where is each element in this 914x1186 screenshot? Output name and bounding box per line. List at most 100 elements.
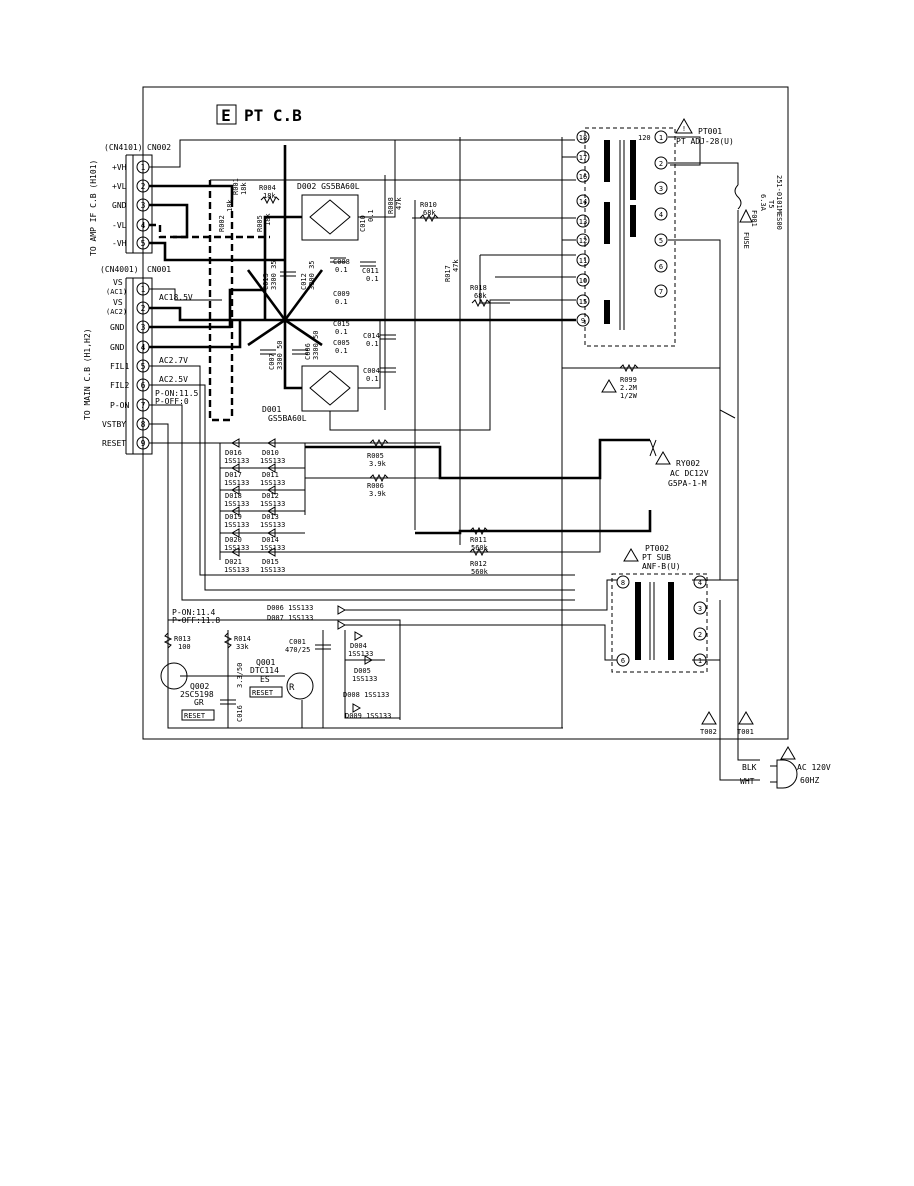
diode-row: D020 1SS133 D014 1SS133: [224, 528, 285, 552]
d001-part: GS5BA60L: [268, 414, 307, 423]
r006-ref: R006: [367, 482, 384, 490]
c011-value: 0.1: [366, 275, 379, 283]
c013-ref: C013: [262, 273, 270, 290]
c006-ref: C006: [304, 343, 312, 360]
pin-label: FIL1: [110, 362, 129, 371]
pin-label: VS: [113, 278, 123, 287]
q001-ref: Q001: [256, 658, 275, 667]
ac-input-plug: BLK WHT AC 120V 60HZ: [740, 746, 831, 789]
board-name: PT C.B: [244, 106, 302, 125]
diode-type: 1SS133: [224, 544, 249, 552]
pon-voltage-2: P-ON:11.4: [172, 608, 216, 617]
pin-number: 13: [579, 218, 587, 226]
warning-triangle-icon: [623, 548, 639, 562]
diode-row: D017 1SS133 D011 1SS133: [224, 463, 285, 487]
pin-label: -VH: [112, 239, 127, 248]
r018-value: 68k: [474, 292, 487, 300]
c016-value: 3.3/50: [236, 663, 244, 688]
poff-voltage-1: P-OFF:0: [155, 397, 189, 406]
r008-value: 47k: [395, 197, 403, 210]
diode-type: 1SS133: [260, 521, 285, 529]
pin-label: GND: [110, 323, 125, 332]
reset-badge: RESET: [252, 689, 274, 697]
diode-ref: D020: [225, 536, 242, 544]
diode-row: D016 1SS133 D010 1SS133: [224, 438, 285, 465]
lower-section: D006 1SS133 D007 1SS133 D004 1SS133 D005…: [160, 604, 391, 722]
r001-ref: R001: [232, 178, 240, 195]
terminal-t002: T002: [700, 728, 717, 736]
pin-number: 6: [621, 657, 625, 665]
d005-type: 1SS133: [352, 675, 377, 683]
r008-ref: R008: [387, 197, 395, 214]
voltage-ac18: AC18.5V: [159, 293, 193, 302]
r001-value: 18k: [240, 182, 248, 195]
terminal-t001: T001: [737, 728, 754, 736]
pin-number: 4: [141, 343, 146, 352]
pin-label: VSTBY: [102, 420, 126, 429]
diode-row: D019 1SS133 D013 1SS133: [224, 506, 285, 529]
pin-label: (AC2): [106, 308, 127, 316]
pin-label: +VH: [112, 163, 127, 172]
warning-triangle-icon: [655, 451, 671, 465]
r002-ref: R002: [218, 215, 226, 232]
pin-number: 14: [579, 198, 587, 206]
q001-r-mark: R: [289, 683, 295, 693]
fuse-ref: F001: [750, 210, 758, 227]
diode-type: 1SS133: [224, 479, 249, 487]
c015-ref: C015: [333, 320, 350, 328]
warning-triangle-icon: [701, 711, 717, 725]
c007-value: 3300 50: [276, 340, 284, 370]
pin-number: 18: [579, 134, 587, 142]
pin-number: 6: [659, 263, 663, 271]
d001-ref: D001: [262, 405, 281, 414]
diode-row: D021 1SS133 D015 1SS133: [224, 547, 285, 574]
board-border: [142, 86, 789, 740]
q002-part: 2SC5198: [180, 690, 214, 699]
diode-type: 1SS133: [260, 479, 285, 487]
c010-ref: C010: [359, 215, 367, 232]
c004-value: 0.1: [366, 375, 379, 383]
pin-number: 6: [141, 381, 146, 390]
pt001-ref: PT001: [698, 127, 722, 136]
cn002-label: CN002: [147, 143, 171, 152]
pin-number: 4: [698, 579, 702, 587]
pin-number: 1: [141, 163, 146, 172]
pin-number: 5: [141, 239, 146, 248]
c013-value: 3300 35: [270, 260, 278, 290]
r099-ref: R099: [620, 376, 637, 384]
pin-label: GND: [110, 343, 125, 352]
pt002-part2: ANF-B(U): [642, 562, 681, 571]
board-title: E PT C.B: [216, 104, 302, 125]
c011-ref: C011: [362, 267, 379, 275]
pin-number: 8: [141, 420, 146, 429]
r006-value: 3.9k: [369, 490, 387, 498]
pin-number: 9: [581, 317, 585, 325]
r005-value: 18k: [264, 213, 272, 226]
warning-triangle-icon: [739, 208, 753, 223]
pin-number: 8: [621, 579, 625, 587]
cn001-label: CN001: [147, 265, 171, 274]
c010-value: 0.1: [367, 209, 375, 222]
warning-triangle-icon: [780, 746, 796, 760]
diode-ref: D019: [225, 513, 242, 521]
diode-type: 1SS133: [260, 457, 285, 465]
warning-triangle-icon: [738, 711, 754, 725]
cn002-destination: TO AMP IF C.B (H101): [89, 160, 98, 256]
warning-triangle-icon: [601, 379, 617, 393]
pon-voltage-1: P-ON:11.5: [155, 389, 199, 398]
pin-number: 9: [141, 439, 146, 448]
diode-type: 1SS133: [260, 566, 285, 574]
diode-ref: D014: [262, 536, 279, 544]
diode-ref: D015: [262, 558, 279, 566]
r099-value: 2.2M: [620, 384, 637, 392]
diode-type: 1SS133: [224, 457, 249, 465]
diode-ref: D017: [225, 471, 242, 479]
pin-number: 2: [141, 304, 146, 313]
r004-ref: R004: [259, 184, 276, 192]
c009-ref: C009: [333, 290, 350, 298]
pin-number: 1: [698, 657, 702, 665]
pin-label: (AC1): [106, 288, 127, 296]
r012-value: 560k: [471, 568, 489, 576]
diode-ref: D018: [225, 492, 242, 500]
